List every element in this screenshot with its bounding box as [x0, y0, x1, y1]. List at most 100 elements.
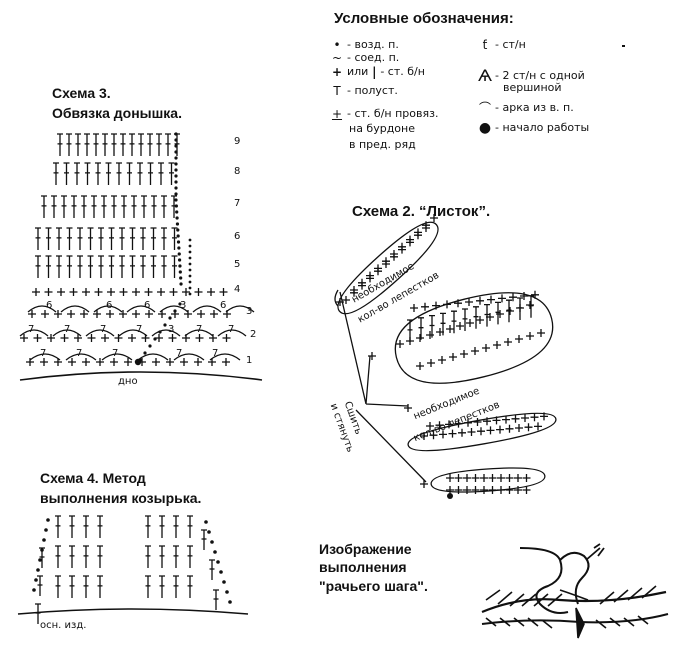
single-crochet-stitch: [522, 474, 531, 482]
crab-line1: Изображение: [319, 541, 412, 557]
treble-stitch: [69, 515, 75, 538]
scheme3-subtitle: Обвязка донышка.: [52, 105, 182, 121]
chain-stitch: [188, 244, 192, 248]
single-crochet-stitch: [107, 288, 115, 296]
chain-stitch: [158, 330, 162, 334]
base-line: [17, 608, 249, 615]
big-dot-icon: ●: [478, 120, 492, 136]
treble-stitch: [116, 162, 122, 185]
single-crochet-stitch: [57, 288, 65, 296]
single-crochet-stitch: [464, 418, 472, 427]
crab-line2: выполнения: [319, 559, 407, 575]
leaf-petal-outline: [430, 467, 546, 493]
chain-stitch: [174, 174, 178, 178]
single-crochet-stitch: [219, 288, 228, 296]
single-crochet-stitch: [521, 414, 529, 422]
treble-stitch: [171, 227, 178, 250]
treble-stitch: [53, 162, 59, 185]
single-crochet-stitch: [69, 288, 78, 296]
single-crochet-stitch: [74, 334, 82, 342]
chain-stitch: [163, 323, 167, 327]
treble-stitch: [158, 162, 164, 185]
treble-stitch: [71, 195, 77, 218]
scheme3-title: Схема 3.: [52, 85, 111, 101]
single-crochet-stitch: [26, 358, 34, 366]
treble-stitch: [165, 133, 171, 156]
chain-arc: [173, 353, 205, 361]
underlined-cross-icon: +: [331, 107, 343, 121]
single-crochet-stitch: [32, 288, 40, 296]
treble-stitch: [91, 195, 97, 218]
chain-stitch: [177, 246, 181, 250]
legend-item-sc-back: + - ст. б/н провяз.: [331, 107, 439, 121]
arc-count: 7: [176, 348, 183, 359]
cluster-icon: Ѧ: [478, 66, 493, 85]
leaf-petal-outline: [337, 221, 439, 315]
single-crochet-stitch: [504, 338, 512, 346]
single-crochet-stitch: [492, 416, 501, 425]
chain-stitch: [34, 578, 38, 582]
treble-stitch: [56, 227, 62, 250]
single-crochet-stitch: [506, 307, 514, 315]
single-crochet-stitch: [157, 288, 165, 296]
treble-stitch: [484, 303, 490, 327]
treble-stitch: [83, 575, 89, 598]
treble-stitch: [517, 297, 523, 320]
single-crochet-stitch: [106, 310, 114, 318]
treble-stitch: [151, 195, 157, 218]
single-crochet-stitch: [197, 310, 205, 318]
leaf-petal-outline: [407, 412, 557, 452]
arc-count: 6: [106, 300, 113, 311]
single-crochet-stitch: [540, 412, 548, 421]
arc-count: 7: [100, 324, 107, 335]
treble-stitch: [418, 317, 424, 340]
tilde-icon: ~: [331, 51, 343, 65]
single-crochet-stitch: [460, 350, 468, 358]
bar-icon: |: [372, 65, 377, 79]
single-crochet-stitch: [435, 421, 444, 430]
single-crochet-stitch: [530, 413, 539, 422]
single-crochet-stitch: [426, 422, 434, 430]
single-crochet-stitch: [87, 334, 96, 342]
treble-stitch: [140, 255, 146, 278]
single-crochet-stitch: [40, 358, 48, 366]
single-crochet-stitch: [439, 430, 447, 439]
single-crochet-stitch: [114, 334, 123, 342]
arc-count: 3: [180, 300, 187, 311]
treble-stitch: [168, 162, 175, 185]
chain-stitch: [188, 256, 192, 260]
single-crochet-stitch: [132, 310, 140, 318]
single-crochet-stitch: [446, 486, 454, 494]
treble-stitch: [161, 255, 167, 278]
chain-stitch: [219, 570, 223, 574]
single-crochet-stitch: [210, 310, 218, 318]
chain-stitch: [188, 262, 192, 266]
treble-stitch: [150, 255, 157, 278]
single-crochet-stitch: [80, 310, 88, 318]
chain-arc: [184, 329, 214, 337]
chain-stitch: [174, 180, 178, 184]
treble-stitch: [131, 195, 137, 218]
chain-arc: [217, 329, 247, 337]
single-crochet-stitch: [33, 334, 42, 342]
single-crochet-stitch: [396, 340, 404, 348]
connector-line: [339, 291, 427, 483]
single-crochet-stitch: [410, 304, 418, 312]
legend-item-sc-back-line3: в пред. ряд: [349, 138, 416, 151]
single-crochet-stitch: [505, 424, 514, 433]
treble-stitch: [84, 133, 90, 156]
row-number: 9: [234, 136, 241, 147]
chain-stitch: [447, 493, 453, 499]
single-crochet-stitch: [429, 431, 438, 440]
chain-stitch: [204, 520, 208, 524]
single-crochet-stitch: [374, 264, 382, 273]
treble-stitch: [201, 529, 207, 550]
chain-arc: [192, 305, 222, 313]
chain-stitch: [207, 530, 211, 534]
single-crochet-stitch: [483, 417, 491, 426]
treble-stitch: [159, 515, 165, 538]
chain-arc: [137, 353, 169, 361]
chain-stitch: [216, 560, 220, 564]
legend-title: Условные обозначения:: [334, 10, 514, 27]
